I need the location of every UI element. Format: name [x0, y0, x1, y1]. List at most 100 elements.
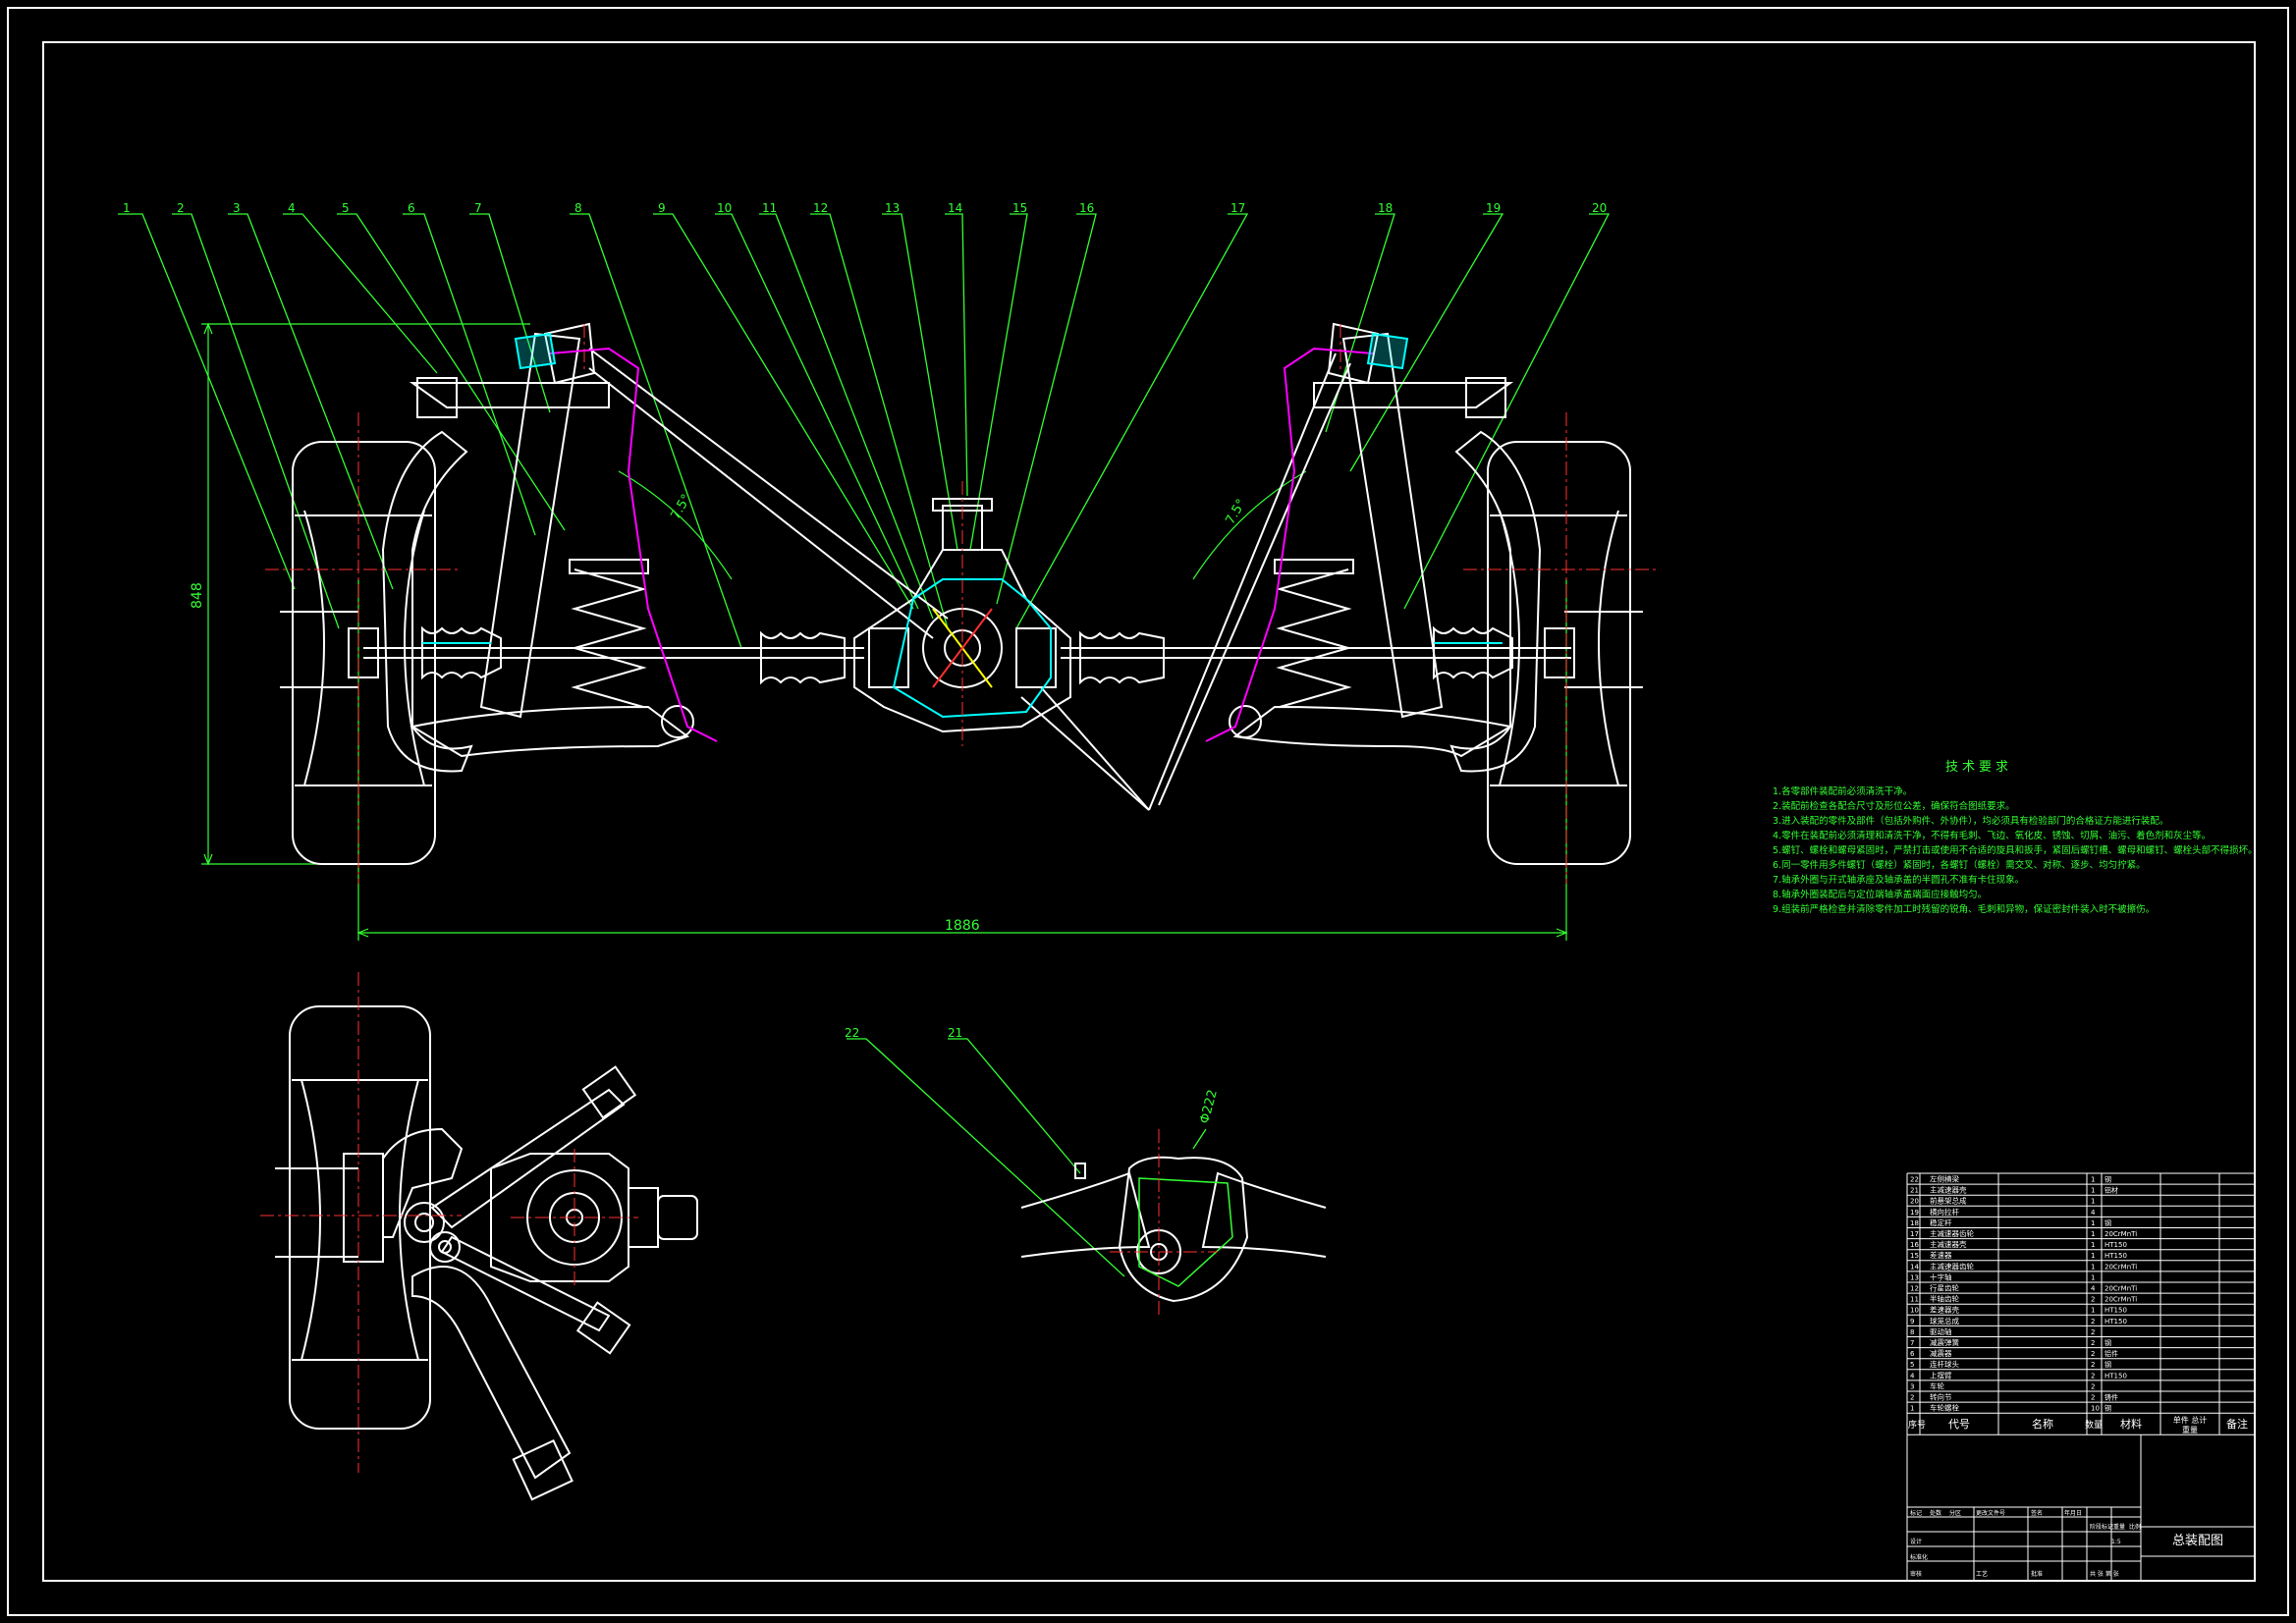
callout-11: 11 [762, 201, 777, 215]
bom-cell-no: 13 [1910, 1273, 1919, 1281]
bom-cell-material: 铝材 [2105, 1186, 2118, 1195]
title-block-label: 比例 [2129, 1523, 2141, 1531]
angle-label-left: 7.5° [668, 492, 694, 522]
bom-cell-name: 主减速器壳 [1930, 1185, 1967, 1195]
bom-cell-no: 20 [1910, 1198, 1919, 1206]
bom-cell-name: 横向拉杆 [1930, 1207, 1959, 1217]
callout-3: 3 [233, 201, 241, 215]
left-wheel [292, 441, 436, 865]
callout-numbers: 1 2 3 4 5 6 7 8 9 10 11 12 13 14 15 16 1… [123, 201, 1607, 1040]
center-lines-front [265, 324, 1660, 884]
bom-cell-name: 半轴齿轮 [1930, 1294, 1959, 1304]
bom-cell-no: 12 [1910, 1285, 1919, 1293]
front-view [280, 322, 1643, 865]
right-wheel [1487, 441, 1631, 865]
callout-10: 10 [717, 201, 732, 215]
bom-cell-qty: 1 [2091, 1187, 2095, 1195]
bom-cell-no: 9 [1910, 1318, 1914, 1325]
bom-cell-name: 主减速器齿轮 [1930, 1261, 1974, 1271]
bom-cell-no: 17 [1910, 1230, 1919, 1238]
bom-cell-material: 20CrMnTi [2105, 1296, 2137, 1304]
bom-cell-name: 球笼总成 [1930, 1316, 1959, 1325]
bom-cell-material: 钢 [2105, 1360, 2111, 1369]
title-block-label: 签名 [2031, 1509, 2043, 1517]
bom-cell-material: HT150 [2105, 1241, 2127, 1249]
bom-cell-name: 差速器 [1930, 1250, 1952, 1260]
title-block-label: 审核 [1910, 1570, 1922, 1578]
bom-cell-qty: 2 [2091, 1372, 2095, 1380]
angle-label-right: 7.5° [1223, 497, 1249, 527]
bom-cell-name: 差速器壳 [1930, 1305, 1959, 1315]
bom-cell-qty: 2 [2091, 1318, 2095, 1325]
bom-cell-material: 铸件 [2105, 1393, 2118, 1402]
bom-cell-no: 19 [1910, 1209, 1919, 1217]
title-block-label: 1:5 [2111, 1539, 2121, 1545]
bom-cell-material: 20CrMnTi [2105, 1263, 2137, 1271]
dimension-height-label: 848 [190, 582, 205, 609]
bom-cell-material: 铝件 [2105, 1349, 2118, 1358]
title-block-label: 处数 [1930, 1509, 1941, 1517]
title-block-label: 批准 [2031, 1570, 2043, 1578]
bom-cell-name: 左侧横梁 [1930, 1174, 1959, 1184]
tech-note-4: 4.零件在装配前必须清理和清洗干净，不得有毛刺、飞边、氧化皮、锈蚀、切屑、油污、… [1773, 831, 2212, 841]
callout-12: 12 [813, 201, 828, 215]
bom-cell-material: 20CrMnTi [2105, 1285, 2137, 1293]
bom-cell-name: 上摆臂 [1930, 1370, 1952, 1380]
bom-cell-name: 主减速器壳 [1930, 1239, 1967, 1249]
bom-cell-name: 车轮 [1930, 1380, 1945, 1390]
bom-header-name: 名称 [2032, 1417, 2053, 1431]
tech-note-2: 2.装配前检查各配合尺寸及形位公差，确保符合图纸要求。 [1773, 801, 2015, 812]
bom-cell-qty: 2 [2091, 1394, 2095, 1402]
differential-housing [853, 549, 1071, 733]
tech-note-5: 5.螺钉、螺栓和螺母紧固时，严禁打击或使用不合适的旋具和扳手，紧固后螺钉槽、螺母… [1773, 845, 2258, 856]
technical-requirements: 技术要求 1.各零部件装配前必须清洗干净。 2.装配前检查各配合尺寸及形位公差，… [1773, 756, 2258, 917]
dimension-848 [201, 322, 530, 866]
bom-cell-no: 18 [1910, 1219, 1919, 1227]
bom-cell-qty: 2 [2091, 1361, 2095, 1369]
callout-8: 8 [574, 201, 582, 215]
bom-cell-material: 20CrMnTi [2105, 1230, 2137, 1238]
bom-cell-no: 21 [1910, 1187, 1919, 1195]
callout-20: 20 [1592, 201, 1607, 215]
bom-cell-no: 2 [1910, 1394, 1914, 1402]
bom-cell-material: 钢 [2105, 1338, 2111, 1347]
tech-note-1: 1.各零部件装配前必须清洗干净。 [1773, 786, 1913, 797]
callout-1: 1 [123, 201, 131, 215]
bom-cell-no: 1 [1910, 1405, 1914, 1413]
title-block-label: 阶段标记 [2090, 1523, 2113, 1531]
outer-border [7, 7, 2289, 1616]
dimension-track-label: 1886 [945, 918, 980, 934]
callout-15: 15 [1012, 201, 1027, 215]
bom-cell-qty: 4 [2091, 1209, 2096, 1217]
bom-cell-qty: 2 [2091, 1382, 2095, 1390]
title-block-label: 重量 [2113, 1523, 2125, 1531]
bom-cell-qty: 1 [2091, 1219, 2095, 1227]
bom-header-material: 材料 [2120, 1417, 2142, 1431]
bom-header-weight-sub: 重量 [2182, 1425, 2198, 1434]
title-block-label: 更改文件号 [1976, 1509, 2005, 1517]
diff-side-view [1020, 1156, 1327, 1303]
title-block-label: 标准化 [1910, 1553, 1928, 1561]
bom-cell-no: 8 [1910, 1328, 1914, 1336]
bom-cell-qty: 10 [2091, 1405, 2100, 1413]
bom-cell-material: 钢 [2105, 1404, 2111, 1413]
bom-cell-qty: 4 [2091, 1285, 2096, 1293]
callout-21: 21 [948, 1026, 962, 1040]
tech-note-8: 8.轴承外圈装配后与定位端轴承盖端面应接触均匀。 [1773, 890, 1988, 900]
bom-cell-no: 15 [1910, 1252, 1919, 1260]
bom-cell-no: 4 [1910, 1372, 1915, 1380]
bom-cell-no: 6 [1910, 1350, 1915, 1358]
bom-cell-material: 钢 [2105, 1175, 2111, 1184]
callout-6: 6 [408, 201, 415, 215]
bom-table [1906, 1172, 2256, 1581]
bom-cell-qty: 1 [2091, 1241, 2095, 1249]
title-block-label: 设计 [1910, 1538, 1922, 1545]
bom-header-weight: 单件 总计 [2173, 1415, 2208, 1425]
bom-cell-material: HT150 [2105, 1318, 2127, 1325]
drawing-title: 总装配图 [2172, 1534, 2223, 1548]
bom-cell-name: 减震弹簧 [1930, 1337, 1959, 1347]
title-block-label: 共 张 第 张 [2090, 1570, 2119, 1578]
bom-cell-qty: 1 [2091, 1176, 2095, 1184]
